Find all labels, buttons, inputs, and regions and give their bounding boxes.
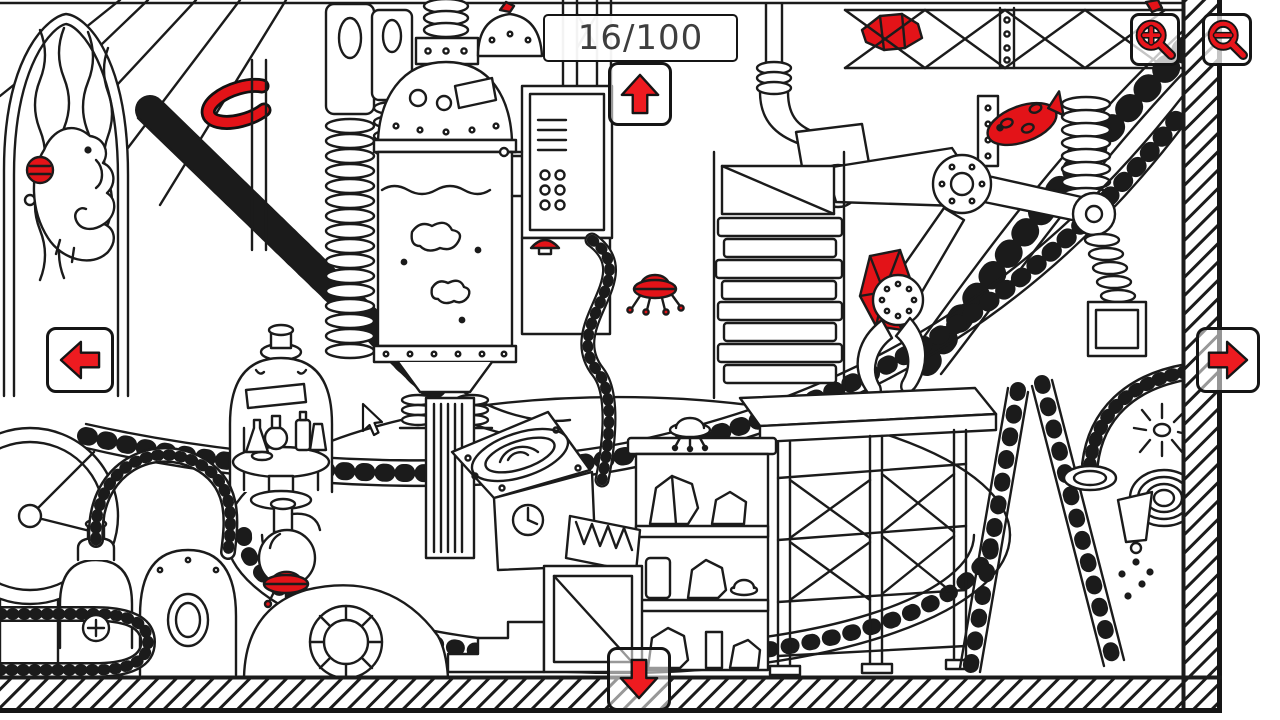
red-horseshoe-ring[interactable] xyxy=(200,77,272,130)
zoom-out-button[interactable] xyxy=(1202,13,1252,66)
specimen-arch xyxy=(2,12,130,398)
big-flask xyxy=(257,497,322,588)
red-ball-on-creature[interactable] xyxy=(25,155,55,185)
scaffold-tower xyxy=(738,386,998,677)
magnifier-plus-icon xyxy=(1135,19,1176,60)
bell-jar-flasks xyxy=(228,323,334,511)
scroll-down-button[interactable] xyxy=(607,647,671,711)
tanks-and-hoses xyxy=(0,446,450,680)
control-cabinet xyxy=(498,84,614,336)
scroll-up-button[interactable] xyxy=(608,62,672,126)
robot-arm xyxy=(755,2,1148,398)
red-ufo-under-flask[interactable] xyxy=(262,570,310,610)
red-mushroom-button[interactable] xyxy=(529,238,561,250)
red-fish[interactable] xyxy=(982,90,1071,153)
arrow-up-icon xyxy=(620,73,660,115)
arrow-right-icon xyxy=(1207,340,1249,380)
found-counter: 16/100 xyxy=(543,14,738,62)
s-hose xyxy=(580,232,617,488)
red-scrap-top-right[interactable] xyxy=(1144,0,1164,14)
magnifier-minus-icon xyxy=(1207,19,1248,60)
arrow-left-icon xyxy=(59,340,101,380)
vent-machine xyxy=(424,396,642,574)
weight-stack xyxy=(712,150,846,400)
duct-and-decor xyxy=(1062,363,1200,600)
arrow-down-icon xyxy=(619,658,659,700)
ladders xyxy=(958,375,1126,678)
zoom-in-button[interactable] xyxy=(1130,13,1180,66)
scroll-left-button[interactable] xyxy=(46,327,114,393)
shelf-unit xyxy=(626,416,778,672)
red-ufo-spider[interactable] xyxy=(626,273,685,316)
mouse-cursor xyxy=(361,402,384,437)
found-counter-text: 16/100 xyxy=(577,18,704,58)
scroll-right-button[interactable] xyxy=(1196,327,1260,393)
